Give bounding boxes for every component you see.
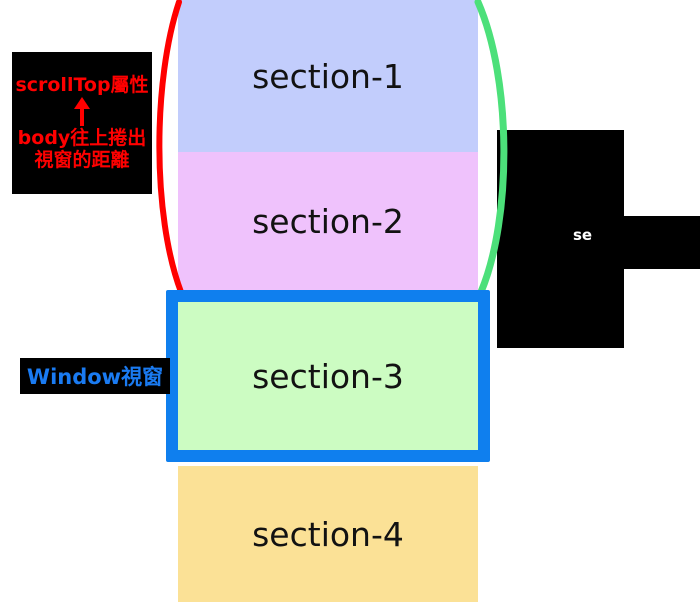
section-4-block: section-4 [178, 466, 478, 602]
up-arrow-icon [16, 96, 148, 127]
scrolltop-desc-line-1: body往上捲出 [17, 126, 147, 149]
scrolltop-callout: scrollTop屬性 body往上捲出 視窗的距離 [12, 52, 152, 194]
section-2-block: section-2 [178, 152, 478, 290]
scrolltop-desc-line-2: 視窗的距離 [34, 149, 130, 172]
section-1-label: section-1 [252, 56, 404, 96]
arrow-up-glyph [74, 96, 90, 126]
section-2-label: section-2 [252, 201, 404, 241]
right-callout-label: se [573, 226, 593, 244]
window-viewport-highlight [166, 290, 490, 462]
scrolltop-title: scrollTop屬性 [15, 74, 149, 97]
section-3-label: section-3 [252, 356, 404, 396]
redaction-bar [615, 216, 700, 269]
window-viewport-callout: Window視窗 [20, 358, 170, 394]
section-1-block: section-1 [178, 0, 478, 152]
section-3-block: section-3 [178, 302, 478, 450]
section-4-label: section-4 [252, 514, 404, 554]
window-viewport-label: Window視窗 [26, 365, 164, 389]
right-callout-panel [497, 130, 624, 348]
